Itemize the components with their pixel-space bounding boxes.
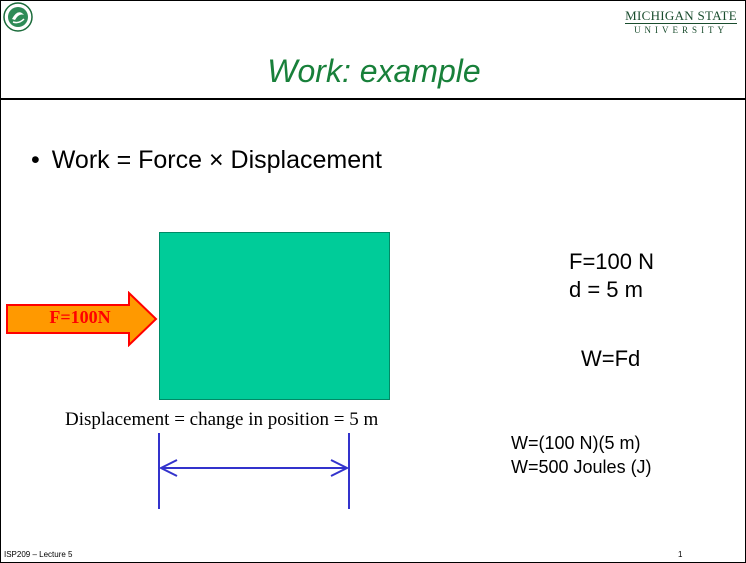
given-force: F=100 N <box>569 249 654 274</box>
slide-title: Work: example <box>267 53 481 89</box>
force-arrow-icon <box>6 291 158 347</box>
msu-seal-icon <box>3 2 33 32</box>
force-arrow-label: F=100N <box>49 307 111 327</box>
displacement-dimension-arrow-icon <box>158 433 350 509</box>
page-number: 1 <box>678 550 683 559</box>
footer-course: ISP209 – Lecture 5 <box>4 550 73 559</box>
displacement-label: Displacement = change in position = 5 m <box>65 409 379 430</box>
given-distance: d = 5 m <box>569 277 643 302</box>
block-object <box>159 232 390 400</box>
bullet-dot-icon: • <box>31 146 40 174</box>
university-name-line2: UNIVERSITY <box>634 25 729 35</box>
work-formula: W=Fd <box>581 346 641 371</box>
university-wordmark: MICHIGAN STATE UNIVERSITY <box>625 9 737 35</box>
calc-line-2: W=500 Joules (J) <box>511 457 652 477</box>
calc-line-1: W=(100 N)(5 m) <box>511 433 641 453</box>
title-divider <box>1 98 746 100</box>
bullet-item: • Work = Force × Displacement <box>31 146 382 175</box>
university-name-line1: MICHIGAN STATE <box>625 8 737 24</box>
bullet-text: Work = Force × Displacement <box>51 146 382 174</box>
